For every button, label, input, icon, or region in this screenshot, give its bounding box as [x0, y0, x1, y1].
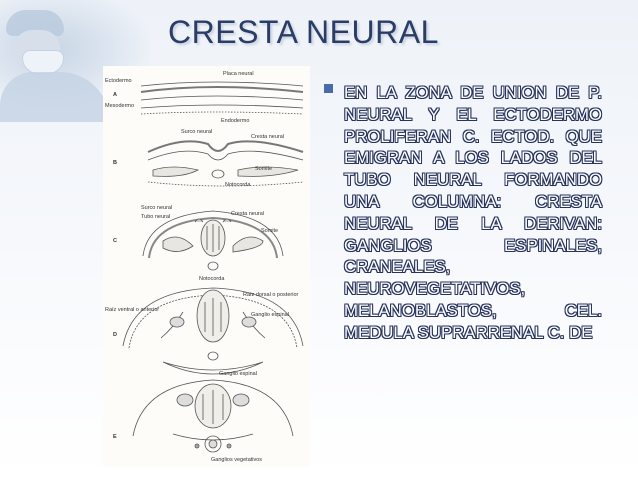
stage-d: [122, 287, 304, 375]
stage-a-letter: A: [113, 92, 117, 98]
surgical-mask: [22, 50, 64, 74]
label-somite-c: Somite: [261, 228, 278, 234]
stage-b-letter: B: [113, 160, 117, 166]
surgeon-photo: [0, 0, 150, 122]
label-raiz-dorsal: Raíz dorsal o posterior: [243, 292, 298, 298]
neural-crest-figure: Ectodermo Placa neural A Mesodermo Endod…: [103, 66, 310, 467]
label-cresta-neural-b: Cresta neural: [251, 134, 284, 140]
label-raiz-ventral: Raíz ventral o anterior: [105, 307, 159, 313]
embryology-diagram: Ectodermo Placa neural A Mesodermo Endod…: [105, 71, 304, 463]
label-tubo-neural: Tubo neural: [141, 214, 170, 220]
surgeon-shoulder: [0, 72, 110, 122]
stage-a: [140, 81, 304, 115]
label-notocorda-b: Notocorda: [225, 182, 251, 188]
label-surco-tubo: Surco neural: [141, 205, 172, 211]
label-placa-neural: Placa neural: [223, 71, 254, 77]
bullet-square-icon: [324, 84, 333, 93]
bullet-list: EN LA ZONA DE UNION DE P. NEURAL Y EL EC…: [324, 82, 602, 344]
stage-e-letter: E: [113, 434, 117, 440]
label-ectodermo: Ectodermo: [105, 78, 132, 84]
label-ganglio-espinal-d: Ganglio espinal: [251, 312, 289, 318]
label-ganglios-vegetativos: Ganglios vegetativos: [211, 457, 262, 463]
slide-title: CRESTA NEURAL: [168, 14, 439, 50]
bullet-text: EN LA ZONA DE UNION DE P. NEURAL Y EL EC…: [344, 83, 602, 342]
stage-d-letter: D: [113, 332, 117, 338]
label-mesodermo: Mesodermo: [105, 103, 134, 109]
label-notocorda-c: Notocorda: [199, 276, 225, 282]
label-surco-neural: Surco neural: [181, 129, 212, 135]
label-somite-b: Somite: [255, 166, 272, 172]
stage-e: [132, 379, 294, 453]
label-cresta-neural-c: Cresta neural: [231, 211, 264, 217]
stage-c: [142, 210, 284, 271]
stage-b: [147, 140, 304, 187]
stage-c-letter: C: [113, 238, 117, 244]
label-endodermo: Endodermo: [221, 118, 249, 124]
label-ganglio-espinal-e: Ganglio espinal: [219, 371, 257, 377]
